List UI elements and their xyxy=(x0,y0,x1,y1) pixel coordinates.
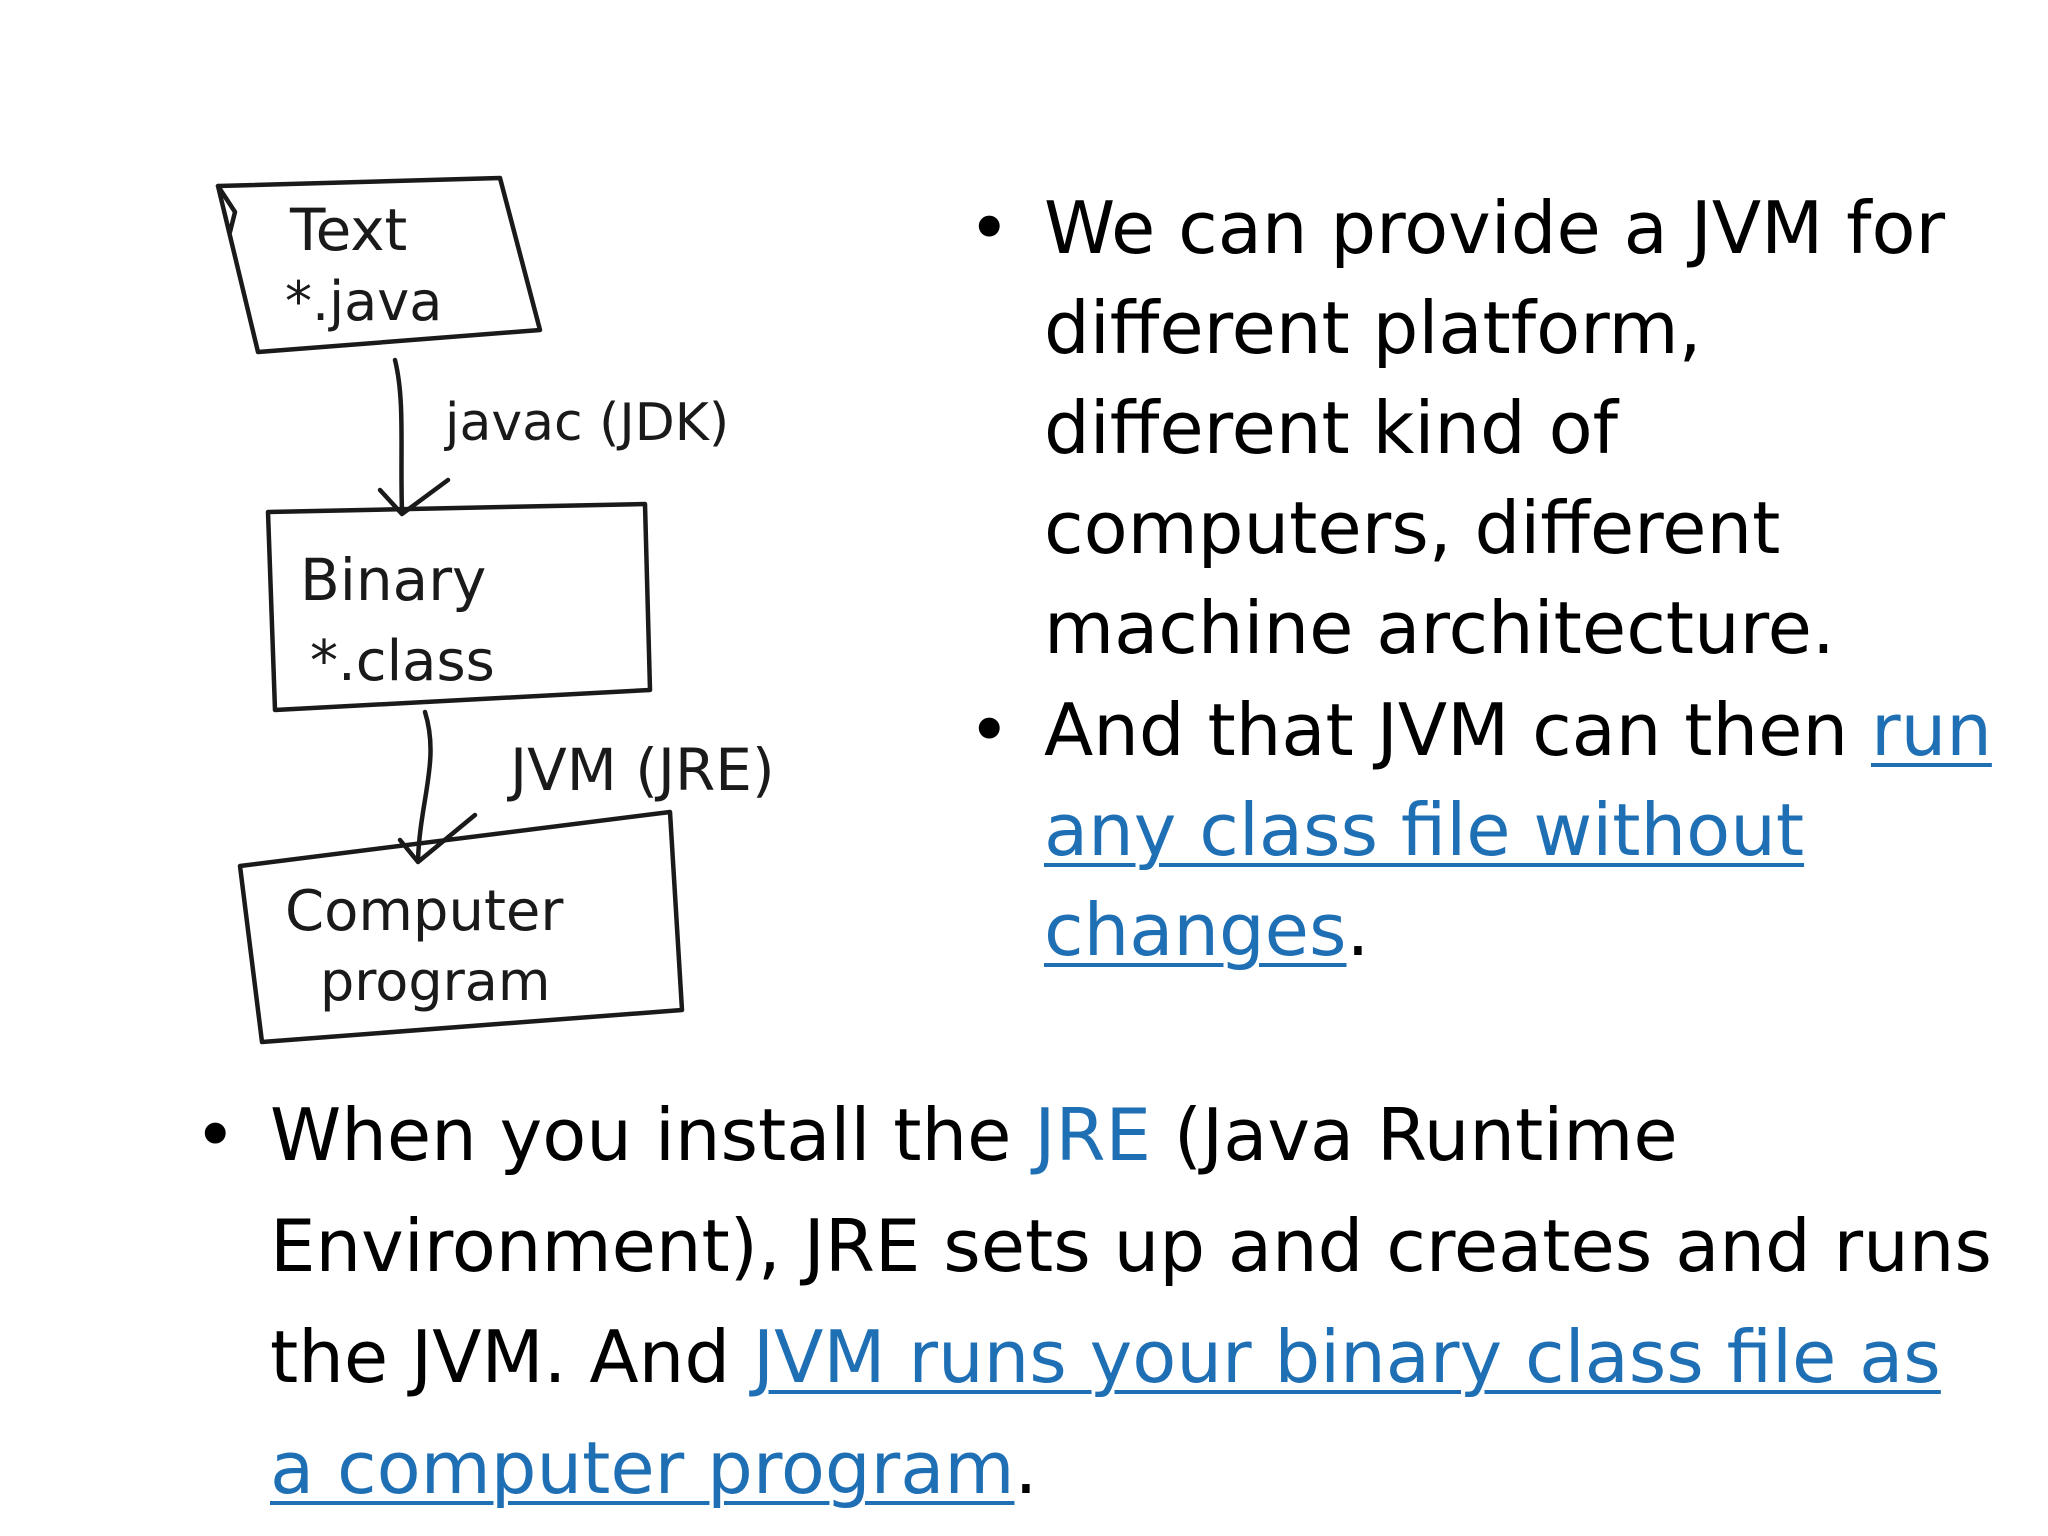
bullet-text-before: And that JVM can then xyxy=(1044,688,1871,772)
bottom-bullet-list: • When you install the JRE (Java Runtime… xyxy=(184,1080,2004,1524)
node-program-box: Computer program xyxy=(237,809,685,1045)
bullet-text-after: . xyxy=(1014,1426,1038,1510)
bullet-text-before: When you install the xyxy=(270,1093,1035,1177)
node-program-label-2: program xyxy=(320,950,551,1013)
node-source-label-2: *.java xyxy=(285,270,442,333)
node-source-label-1: Text xyxy=(289,196,407,264)
bullet-marker: • xyxy=(194,1093,237,1177)
node-source-box: Text *.java xyxy=(215,175,543,355)
jvm-runs-binary-link[interactable]: JVM runs your binary class file as a com… xyxy=(270,1315,1941,1510)
bullet-text-after: . xyxy=(1346,888,1370,972)
node-binary-label-1: Binary xyxy=(300,546,486,614)
bullet-run-class-files: • And that JVM can then run any class fi… xyxy=(958,680,1998,980)
bullet-jre-install: • When you install the JRE (Java Runtime… xyxy=(184,1080,2004,1524)
node-program-label-1: Computer xyxy=(285,879,564,944)
node-binary-box: Binary *.class xyxy=(265,501,653,713)
bullet-text: We can provide a JVM for different platf… xyxy=(1044,186,1946,670)
edge-run-label: JVM (JRE) xyxy=(507,736,775,804)
bullet-marker: • xyxy=(968,186,1011,270)
bullet-marker: • xyxy=(968,688,1011,772)
bullet-jvm-platforms: • We can provide a JVM for different pla… xyxy=(958,178,1998,678)
edge-compile-label: javac (JDK) xyxy=(444,393,729,453)
hand-drawn-diagram: Text *.java javac (JDK) Binary *.class J… xyxy=(215,175,775,1045)
right-bullet-list: • We can provide a JVM for different pla… xyxy=(958,178,1998,980)
jre-highlight: JRE xyxy=(1034,1093,1152,1177)
run-any-class-file-link[interactable]: run any class file without changes xyxy=(1044,688,1992,972)
bullet-text-middle: (Java Runtime Environment), JRE sets up … xyxy=(270,1093,1992,1399)
node-binary-label-2: *.class xyxy=(310,629,495,694)
edge-compile-arrow: javac (JDK) xyxy=(377,357,729,517)
